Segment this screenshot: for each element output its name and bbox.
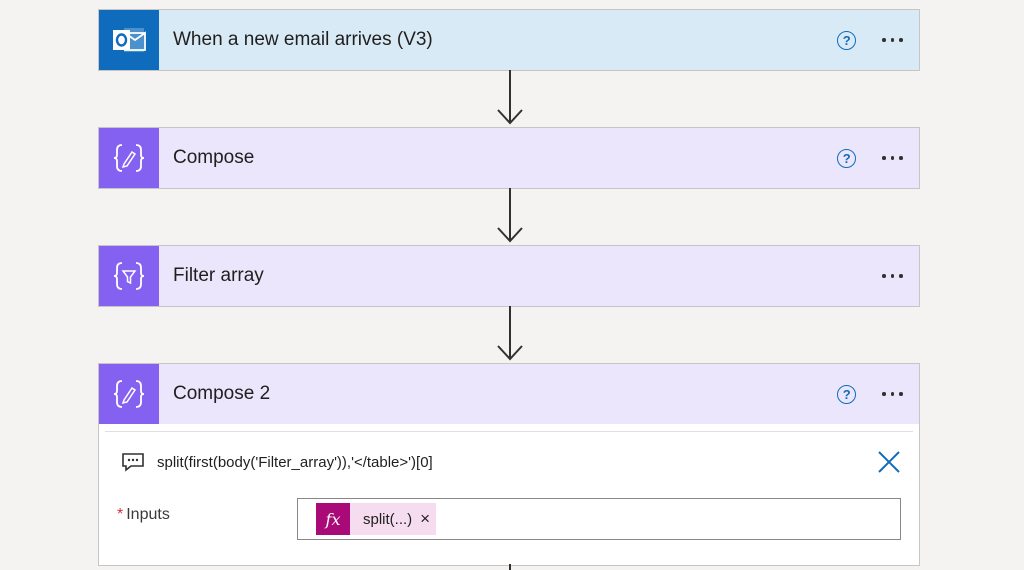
inputs-label: *Inputs bbox=[117, 506, 170, 524]
step-card-filter-array[interactable]: Filter array bbox=[98, 245, 920, 307]
connector-arrow bbox=[497, 306, 523, 361]
compose-icon bbox=[99, 364, 159, 424]
step-card-email-trigger[interactable]: When a new email arrives (V3) ? bbox=[98, 9, 920, 71]
more-options-icon[interactable] bbox=[882, 30, 903, 50]
step-header[interactable]: Compose ? bbox=[99, 128, 919, 188]
step-title: Compose 2 bbox=[173, 383, 271, 404]
remove-token-icon[interactable]: × bbox=[420, 509, 431, 528]
expression-token[interactable]: fx split(...) × bbox=[316, 503, 437, 535]
help-icon[interactable]: ? bbox=[837, 30, 857, 50]
step-header[interactable]: Compose 2 ? bbox=[99, 364, 919, 424]
more-options-icon[interactable] bbox=[882, 148, 903, 168]
connector-arrow bbox=[497, 70, 523, 125]
token-label: split(...) bbox=[363, 510, 413, 528]
outlook-icon bbox=[99, 10, 159, 70]
close-comment-icon[interactable] bbox=[875, 448, 903, 476]
more-options-icon[interactable] bbox=[882, 384, 903, 404]
step-comment[interactable]: split(first(body('Filter_array')),'</tab… bbox=[121, 452, 433, 472]
fx-icon: fx bbox=[316, 503, 350, 535]
help-icon[interactable]: ? bbox=[837, 148, 857, 168]
inputs-label-text: Inputs bbox=[126, 506, 170, 523]
help-icon[interactable]: ? bbox=[837, 384, 857, 404]
step-card-compose-2[interactable]: Compose 2 ? split(first(body('Filter_arr… bbox=[98, 363, 920, 566]
step-title: When a new email arrives (V3) bbox=[173, 29, 433, 50]
filter-array-icon bbox=[99, 246, 159, 306]
step-title: Filter array bbox=[173, 265, 264, 286]
step-body-inner: split(first(body('Filter_array')),'</tab… bbox=[105, 431, 913, 565]
step-header[interactable]: When a new email arrives (V3) ? bbox=[99, 10, 919, 70]
step-body: split(first(body('Filter_array')),'</tab… bbox=[99, 424, 919, 565]
inputs-field[interactable]: fx split(...) × bbox=[297, 498, 901, 540]
step-title: Compose bbox=[173, 147, 255, 168]
comment-icon bbox=[122, 453, 144, 472]
required-marker: * bbox=[117, 506, 124, 523]
compose-icon bbox=[99, 128, 159, 188]
step-card-compose[interactable]: Compose ? bbox=[98, 127, 920, 189]
connector-arrow bbox=[497, 188, 523, 243]
comment-text: split(first(body('Filter_array')),'</tab… bbox=[157, 453, 433, 471]
more-options-icon[interactable] bbox=[882, 266, 903, 286]
step-header[interactable]: Filter array bbox=[99, 246, 919, 306]
connector-stub bbox=[509, 564, 511, 570]
